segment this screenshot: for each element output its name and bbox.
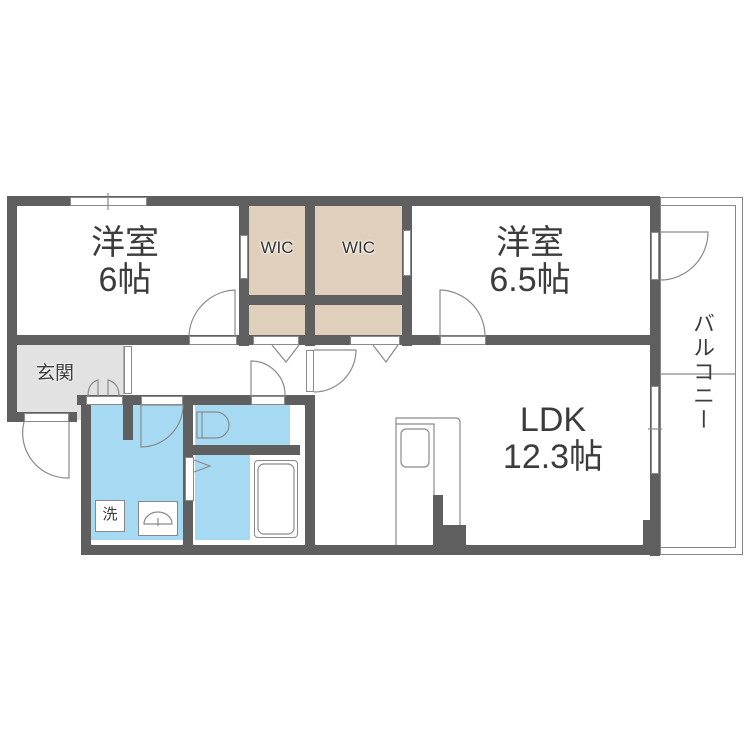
ldk-size: 12.3帖 bbox=[502, 438, 604, 477]
wall-wic-divider bbox=[305, 196, 315, 346]
wic-2-label: WIC bbox=[341, 238, 376, 257]
wall-wet-top bbox=[77, 395, 315, 405]
door-bath-opening bbox=[185, 457, 194, 501]
western-room-2-label: 洋室 6.5帖 bbox=[470, 224, 590, 300]
door-wic1-opening bbox=[253, 336, 299, 345]
wall-toilet-bottom bbox=[183, 445, 300, 455]
washing-machine-space bbox=[95, 500, 125, 532]
balcony-label: バルコニー bbox=[690, 312, 715, 432]
wall-right bbox=[650, 196, 660, 556]
door-shoebox-opening bbox=[86, 396, 123, 405]
western-room-2-area bbox=[412, 205, 650, 335]
wall-shoe-right bbox=[123, 395, 133, 440]
door-ldk-opening bbox=[306, 350, 314, 392]
wall-kitchen-stub bbox=[433, 495, 443, 550]
western-room-1-name: 洋室 bbox=[91, 224, 159, 262]
wic-2-area bbox=[315, 205, 402, 295]
bathtub bbox=[254, 460, 298, 538]
wall-ldk-corner bbox=[643, 520, 653, 550]
washing-machine-label: 洗 bbox=[102, 506, 118, 523]
window-room1-right bbox=[240, 235, 248, 279]
wall-wic-shelf bbox=[239, 295, 412, 305]
ldk-name: LDK bbox=[519, 401, 587, 439]
wall-wet-left bbox=[81, 395, 91, 555]
ldk-label: LDK 12.3帖 bbox=[488, 401, 618, 477]
balcony-inner-line bbox=[660, 205, 736, 548]
wall-bottom bbox=[81, 545, 660, 555]
ldk-area bbox=[315, 345, 650, 545]
western-room-1-label: 洋室 6帖 bbox=[70, 224, 180, 300]
entrance-label: 玄関 bbox=[35, 363, 74, 384]
western-room-2-name: 洋室 bbox=[496, 224, 564, 262]
wic-1-label: WIC bbox=[260, 238, 294, 257]
door-entrance-opening bbox=[24, 413, 69, 422]
western-room-1-size: 6帖 bbox=[98, 261, 152, 300]
door-wic2-opening bbox=[350, 336, 400, 345]
western-room-1-area bbox=[16, 205, 239, 335]
wall-ldk-left bbox=[305, 395, 315, 555]
wall-kitchen-stub-base bbox=[433, 525, 466, 550]
door-balcony-room2 bbox=[651, 232, 659, 280]
wall-left-upper bbox=[7, 196, 17, 421]
door-room1-opening bbox=[189, 336, 237, 345]
hallway-area bbox=[130, 345, 305, 395]
wic-1-area bbox=[249, 205, 305, 295]
wall-mid-horizontal bbox=[7, 335, 660, 345]
window-ldk-right bbox=[651, 386, 659, 474]
bathroom-area bbox=[195, 455, 250, 540]
western-room-2-size: 6.5帖 bbox=[489, 261, 571, 300]
window-room2-left bbox=[403, 230, 411, 276]
wall-top bbox=[7, 196, 660, 206]
wic-2-lower-area bbox=[315, 305, 402, 335]
wic-1-lower-area bbox=[249, 305, 305, 335]
